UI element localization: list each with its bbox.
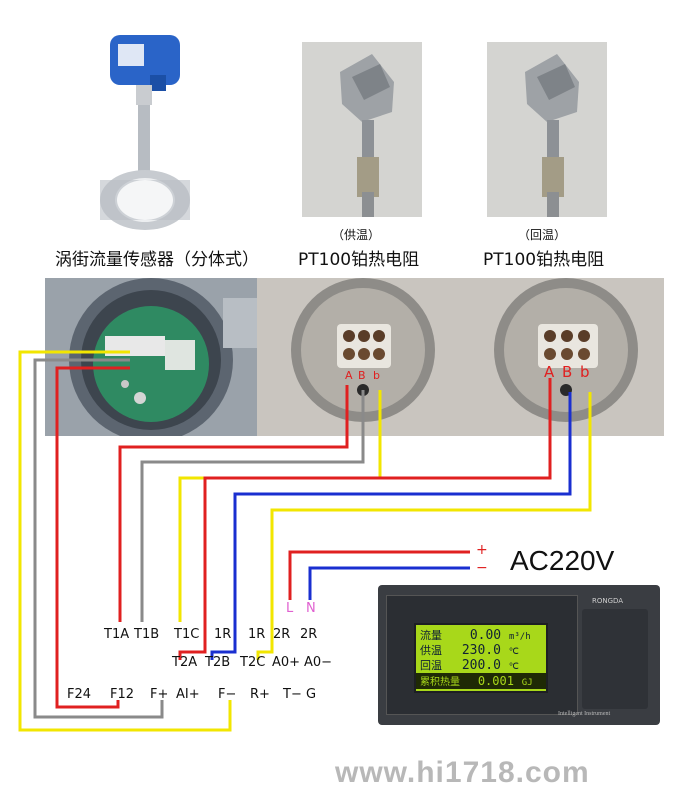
supply-gray-wire <box>140 390 365 622</box>
lcd-value-return: 200.0 <box>461 658 501 673</box>
return-blue-wire <box>210 392 572 660</box>
terminal-f-plus: F+ <box>150 687 169 702</box>
power-l-label: L <box>286 601 294 616</box>
instrument-bottom-label: Intelligent Instrument <box>558 711 611 717</box>
lcd-value-supply: 230.0 <box>461 643 501 658</box>
terminal-r-plus: R+ <box>250 687 270 702</box>
return-red-wire <box>178 378 552 660</box>
terminal-t1b: T1B <box>134 627 160 642</box>
supply-red-wire <box>118 385 349 622</box>
lcd-label-supply: 供温 <box>420 644 442 657</box>
lcd-screen: 流量 0.00 m³/h 供温 230.0 ℃ 回温 200.0 ℃ 累积热量 … <box>414 623 548 693</box>
terminal-t2c: T2C <box>240 655 266 670</box>
power-plus: + <box>476 542 488 558</box>
terminal-1r-a: 1R <box>214 627 232 642</box>
return-letter-a: A <box>544 363 555 381</box>
lcd-unit-flow: m³/h <box>508 632 531 642</box>
return-letter-b2: b <box>580 363 590 381</box>
return-yellow-wire <box>256 392 592 660</box>
return-terminal-photo: A B b <box>452 278 664 436</box>
terminal-f24: F24 <box>67 687 92 702</box>
lcd-value-heat: 0.001 <box>477 674 514 688</box>
power-minus: − <box>476 560 488 576</box>
terminal-t1a: T1A <box>104 627 130 642</box>
supply-terminal-photo: A B b <box>257 278 452 436</box>
terminal-t2a: T2A <box>172 655 198 670</box>
supply-yellow-wire <box>178 390 382 622</box>
vortex-gray-wire <box>33 358 164 719</box>
return-sensor-caption: PT100铂热电阻 <box>483 250 605 270</box>
supply-letter-b: B <box>358 369 366 382</box>
supply-sensor-caption: PT100铂热电阻 <box>298 250 420 270</box>
terminal-2r-b: 2R <box>300 627 318 642</box>
terminal-f12: F12 <box>110 687 135 702</box>
terminal-ai-plus: AI+ <box>176 687 200 702</box>
terminal-g: G <box>306 687 317 702</box>
vortex-terminal-photo <box>45 278 257 436</box>
watermark: www.hi1718.com <box>335 756 590 789</box>
power-red-wire <box>288 550 470 600</box>
power-blue-wire <box>308 566 470 600</box>
instrument-brand: RONGDA <box>592 597 624 605</box>
terminal-t1c: T1C <box>174 627 200 642</box>
heat-meter-instrument: 流量 0.00 m³/h 供温 230.0 ℃ 回温 200.0 ℃ 累积热量 … <box>378 585 660 725</box>
supply-note: （供温） <box>332 228 381 242</box>
vortex-red-wire <box>55 366 130 709</box>
terminal-2r-a: 2R <box>273 627 291 642</box>
lcd-unit-heat: GJ <box>521 678 533 688</box>
terminal-1r-b: 1R <box>248 627 266 642</box>
vortex-sensor-caption: 涡街流量传感器（分体式） <box>55 250 259 270</box>
lcd-unit-supply: ℃ <box>508 647 519 657</box>
terminal-t-minus: T− <box>283 687 302 702</box>
lcd-value-flow: 0.00 <box>469 628 502 643</box>
lcd-label-return: 回温 <box>420 659 442 672</box>
terminal-a0-plus: A0+ <box>272 655 301 670</box>
supply-letter-a: A <box>345 369 353 382</box>
return-note: （回温） <box>518 228 567 242</box>
terminal-a0-minus: A0− <box>304 655 333 670</box>
lcd-label-heat: 累积热量 <box>420 677 460 688</box>
vortex-sensor-photo <box>90 30 200 230</box>
power-label: AC220V <box>510 545 615 576</box>
instrument-side-panel <box>582 609 648 709</box>
lcd-label-flow: 流量 <box>420 629 442 642</box>
power-n-label: N <box>306 601 316 616</box>
terminal-t2b: T2B <box>205 655 231 670</box>
pt100-supply-photo <box>302 42 422 217</box>
supply-letter-b2: b <box>373 369 380 382</box>
terminal-f-minus: F− <box>218 687 237 702</box>
return-letter-b: B <box>562 363 573 381</box>
lcd-unit-return: ℃ <box>508 662 519 672</box>
pt100-return-photo <box>487 42 607 217</box>
vortex-yellow-wire <box>18 350 232 732</box>
